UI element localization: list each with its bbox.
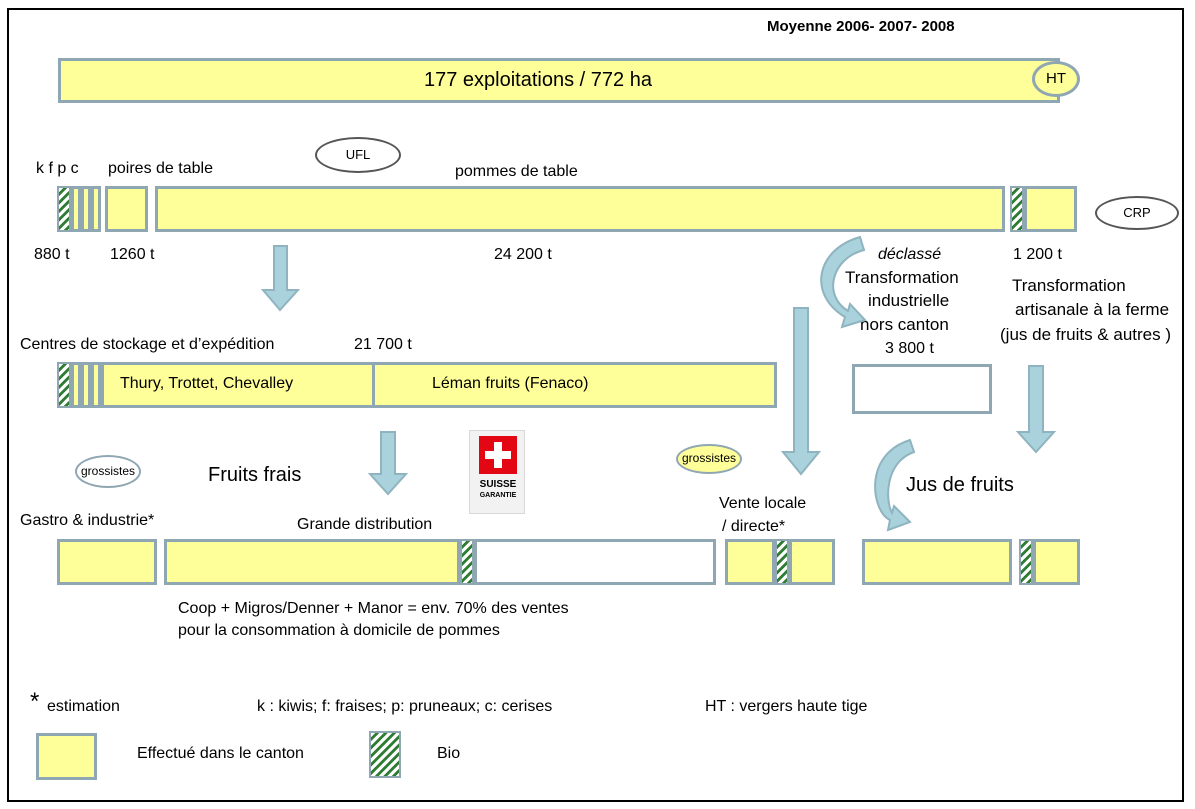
legend-yellow-swatch [36, 733, 97, 780]
industrial-qty: 3 800 t [885, 340, 934, 357]
storage-leman-label: Léman fruits (Fenaco) [432, 375, 589, 392]
vente-bar-right [789, 539, 835, 585]
note-line2: pour la consommation à domicile de pomme… [178, 622, 500, 639]
qty-small-fruits: 880 t [34, 246, 70, 263]
legend-bio-swatch [369, 731, 401, 778]
crp-label: CRP [1123, 204, 1151, 220]
arrow-down-poires [260, 245, 301, 312]
industrial-line2: industrielle [868, 291, 950, 310]
grossistes-right-label: grossistes [681, 451, 737, 466]
gastro-bar [57, 539, 157, 585]
storage-title: Centres de stockage et d’expédition [20, 336, 275, 353]
ufl-label: UFL [345, 146, 371, 162]
qty-poires: 1260 t [110, 246, 155, 263]
vente-bar-left [725, 539, 775, 585]
artisanal-line1: Transformation [1012, 276, 1126, 295]
cerises-bar [91, 186, 101, 232]
artisanal-line2: artisanale à la ferme [1015, 300, 1170, 319]
farms-bar [58, 58, 1060, 103]
pruneaux-bar [81, 186, 91, 232]
note-line1: Coop + Migros/Denner + Manor = env. 70% … [178, 600, 569, 617]
jus-bar [862, 539, 1012, 585]
declasse-label: déclassé [878, 246, 942, 263]
storage-thury-label: Thury, Trottet, Chevalley [120, 375, 294, 392]
industrial-line1: Transformation [845, 268, 959, 287]
storage-thury-bar [101, 362, 375, 408]
ufl-oval: UFL [315, 137, 401, 173]
crp-oval: CRP [1095, 196, 1179, 230]
arrow-down-artisanal [1015, 365, 1057, 454]
qty-pommes: 24 200 t [494, 246, 552, 263]
grossistes-right-oval: grossistes [676, 444, 742, 474]
storage-small-2 [81, 362, 91, 408]
poires-bar [105, 186, 148, 232]
bio-grande [460, 539, 474, 585]
arrow-curve-declasse [820, 235, 867, 329]
industrial-line3: hors canton [860, 315, 949, 334]
bio-vente [775, 539, 789, 585]
pommes-bar [155, 186, 1005, 232]
bio-storage [57, 362, 71, 408]
swiss-flag-icon [479, 436, 517, 474]
legend-ht: HT : vergers haute tige [705, 698, 868, 715]
suisse-garantie-logo: SUISSE GARANTIE [469, 430, 525, 514]
bio-kiwis [57, 186, 71, 232]
storage-qty: 21 700 t [354, 336, 412, 353]
legend-star: * [30, 688, 40, 715]
storage-small-3 [91, 362, 101, 408]
legend-estimation: estimation [47, 698, 120, 715]
ht-label: HT [1046, 70, 1066, 88]
storage-small-1 [71, 362, 81, 408]
legend-effectue: Effectué dans le canton [137, 745, 304, 762]
artisanal-bar [1024, 186, 1077, 232]
storage-leman-bar [372, 362, 777, 408]
industrial-box [852, 364, 992, 414]
legend-abbrev: k : kiwis; f: fraises; p: pruneaux; c: c… [257, 698, 553, 715]
fraises-bar [71, 186, 81, 232]
gastro-label: Gastro & industrie* [20, 512, 155, 529]
arrow-down-storage [367, 431, 409, 496]
grande-yellow-bar [164, 539, 460, 585]
diagram-frame [7, 8, 1184, 802]
bio-jus [1019, 539, 1033, 585]
qty-artisanal: 1 200 t [1013, 246, 1062, 263]
pommes-label: pommes de table [455, 163, 578, 180]
logo-text-2: GARANTIE [479, 492, 517, 499]
grossistes-left-oval: grossistes [75, 455, 141, 488]
ht-oval: HT [1032, 61, 1080, 97]
jus-bar-right [1033, 539, 1080, 585]
farms-label: 177 exploitations / 772 ha [424, 69, 652, 91]
grande-distribution-label: Grande distribution [297, 516, 433, 533]
arrow-down-industrial [780, 307, 822, 476]
fruits-frais-label: Fruits frais [208, 464, 302, 486]
artisanal-line3: (jus de fruits & autres ) [1000, 325, 1172, 344]
small-fruits-letters: k f p c [36, 160, 79, 177]
grande-white-bar [474, 539, 716, 585]
vente-line1: Vente locale [719, 495, 807, 512]
grossistes-left-label: grossistes [80, 463, 136, 478]
period-label: Moyenne 2006- 2007- 2008 [767, 18, 955, 35]
legend-bio: Bio [437, 745, 461, 762]
jus-label: Jus de fruits [906, 474, 1014, 496]
logo-text-1: SUISSE [479, 479, 517, 490]
poires-label: poires de table [108, 160, 213, 177]
bio-artisanal [1010, 186, 1024, 232]
arrow-curve-jus [874, 438, 916, 532]
vente-line2: / directe* [722, 518, 786, 535]
